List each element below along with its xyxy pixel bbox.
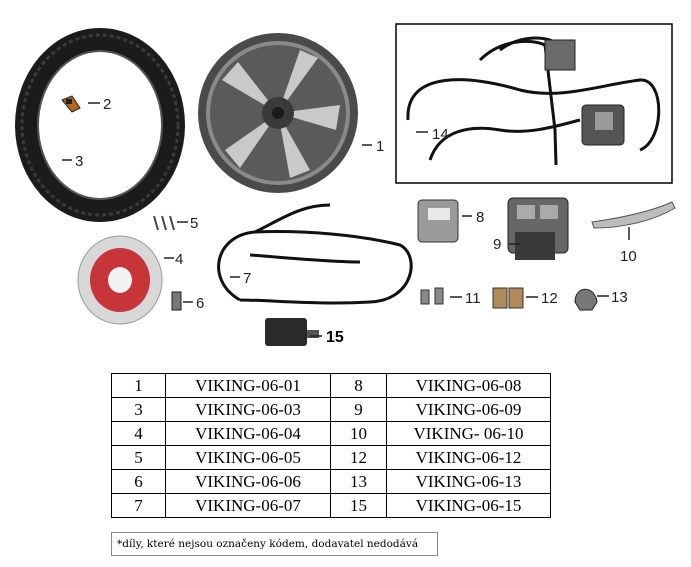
- part-number-cell: 15: [330, 493, 387, 518]
- brake-lever-part: [591, 201, 676, 229]
- master-cylinder-part: [417, 199, 459, 243]
- bolts-part: [153, 215, 175, 231]
- screws-part: [420, 287, 444, 305]
- part-number-cell: 10: [330, 421, 387, 446]
- callout-1: 1: [376, 138, 384, 155]
- part-code-cell: VIKING- 06-10: [386, 421, 551, 446]
- bracket-part: [171, 291, 182, 311]
- part-number-cell: 1: [111, 373, 166, 398]
- part-code-cell: VIKING-06-15: [386, 493, 551, 518]
- part-code-cell: VIKING-06-05: [165, 445, 331, 470]
- callout-8: 8: [476, 209, 484, 226]
- part-code-cell: VIKING-06-13: [386, 469, 551, 494]
- callout-14: 14: [432, 126, 449, 143]
- brake-pads-part: [492, 287, 524, 309]
- part-number-cell: 3: [111, 397, 166, 422]
- part-number-cell: 12: [330, 445, 387, 470]
- callout-15: 15: [326, 329, 344, 346]
- callout-2: 2: [103, 96, 111, 113]
- part-code-cell: VIKING-06-06: [165, 469, 331, 494]
- part-code-cell: VIKING-06-04: [165, 421, 331, 446]
- callout-6: 6: [196, 295, 204, 312]
- callout-12: 12: [541, 290, 558, 307]
- brake-assembly-frame: [395, 23, 673, 184]
- callout-11: 11: [465, 290, 481, 307]
- part-number-cell: 7: [111, 493, 166, 518]
- tire-part: [15, 28, 185, 222]
- part-code-cell: VIKING-06-08: [386, 373, 551, 398]
- supplier-note: *díly, které nejsou označeny kódem, doda…: [111, 532, 438, 556]
- part-code-cell: VIKING-06-07: [165, 493, 331, 518]
- wheel-rim-part: [198, 33, 358, 193]
- part-number-cell: 6: [111, 469, 166, 494]
- part-number-cell: 9: [330, 397, 387, 422]
- callout-13: 13: [611, 289, 628, 306]
- part-number-cell: 13: [330, 469, 387, 494]
- brake-disc-part: [77, 235, 163, 325]
- callout-7: 7: [243, 270, 251, 287]
- parts-diagram: 1 2 3 4 5 6 7 8 9 10 11 12 13 14 15: [15, 23, 676, 346]
- part-code-cell: VIKING-06-01: [165, 373, 331, 398]
- callout-3: 3: [75, 153, 83, 170]
- part-number-cell: 8: [330, 373, 387, 398]
- callout-5: 5: [190, 215, 198, 232]
- brake-switch-part: [265, 318, 319, 346]
- part-number-cell: 5: [111, 445, 166, 470]
- part-code-cell: VIKING-06-12: [386, 445, 551, 470]
- callout-10: 10: [620, 248, 637, 265]
- callout-4: 4: [175, 251, 183, 268]
- clamp-part: [574, 288, 598, 311]
- part-code-cell: VIKING-06-09: [386, 397, 551, 422]
- caliper-part: [507, 197, 569, 260]
- part-number-cell: 4: [111, 421, 166, 446]
- valve-part: [61, 95, 100, 113]
- callout-9: 9: [493, 236, 501, 253]
- part-code-cell: VIKING-06-03: [165, 397, 331, 422]
- brake-cable-part: [217, 203, 413, 305]
